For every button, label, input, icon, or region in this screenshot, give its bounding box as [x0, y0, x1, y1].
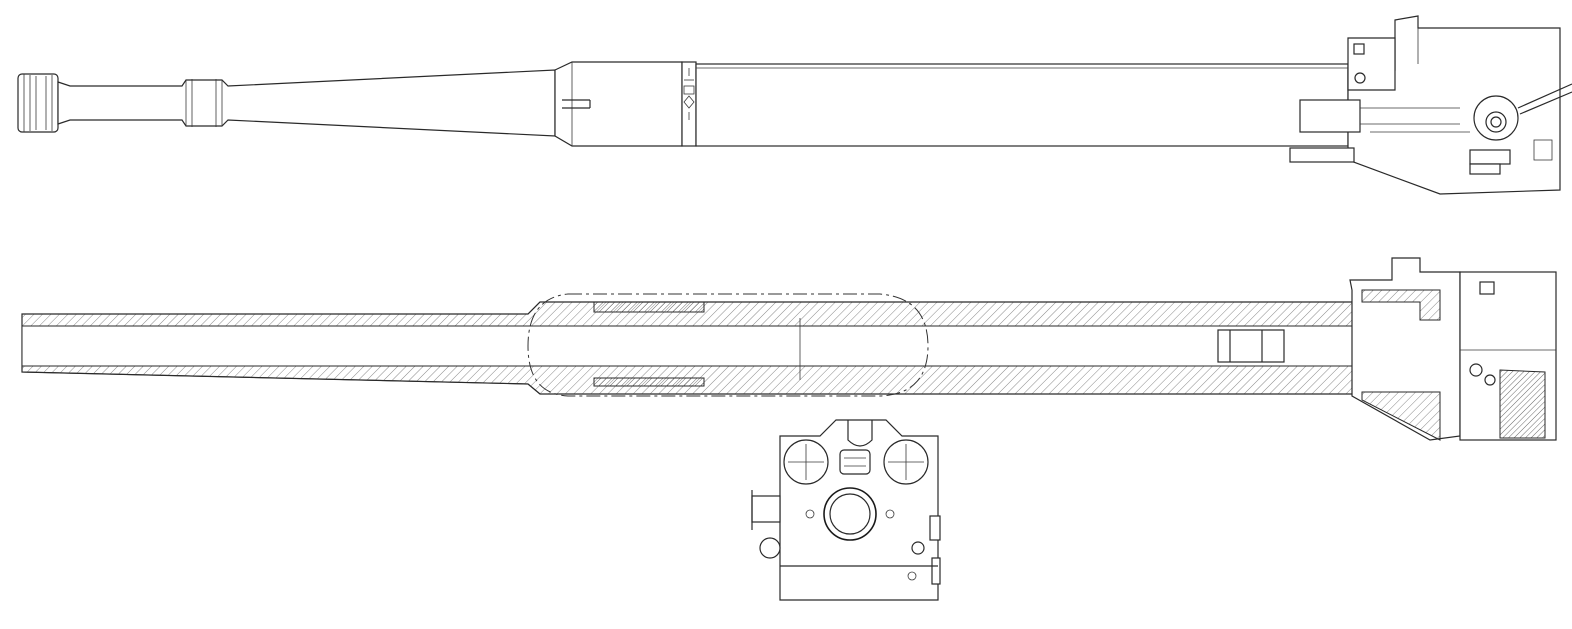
left-dial: [783, 439, 829, 485]
bore: [21, 325, 1446, 367]
barrel-sleeve: [695, 63, 1349, 147]
barrel-collar: [554, 61, 697, 147]
longitudinal-section-view: [21, 257, 1557, 441]
muzzle-brake: [17, 73, 59, 133]
breech-assembly: [1289, 15, 1572, 195]
breech-block-section: [1349, 257, 1557, 441]
side-elevation-view: [17, 15, 1572, 195]
breech-plug: [823, 487, 877, 541]
breech-rear-view: [751, 419, 941, 601]
right-dial: [883, 439, 929, 485]
barrel-front: [57, 69, 556, 137]
recoil-envelope: [527, 293, 929, 397]
